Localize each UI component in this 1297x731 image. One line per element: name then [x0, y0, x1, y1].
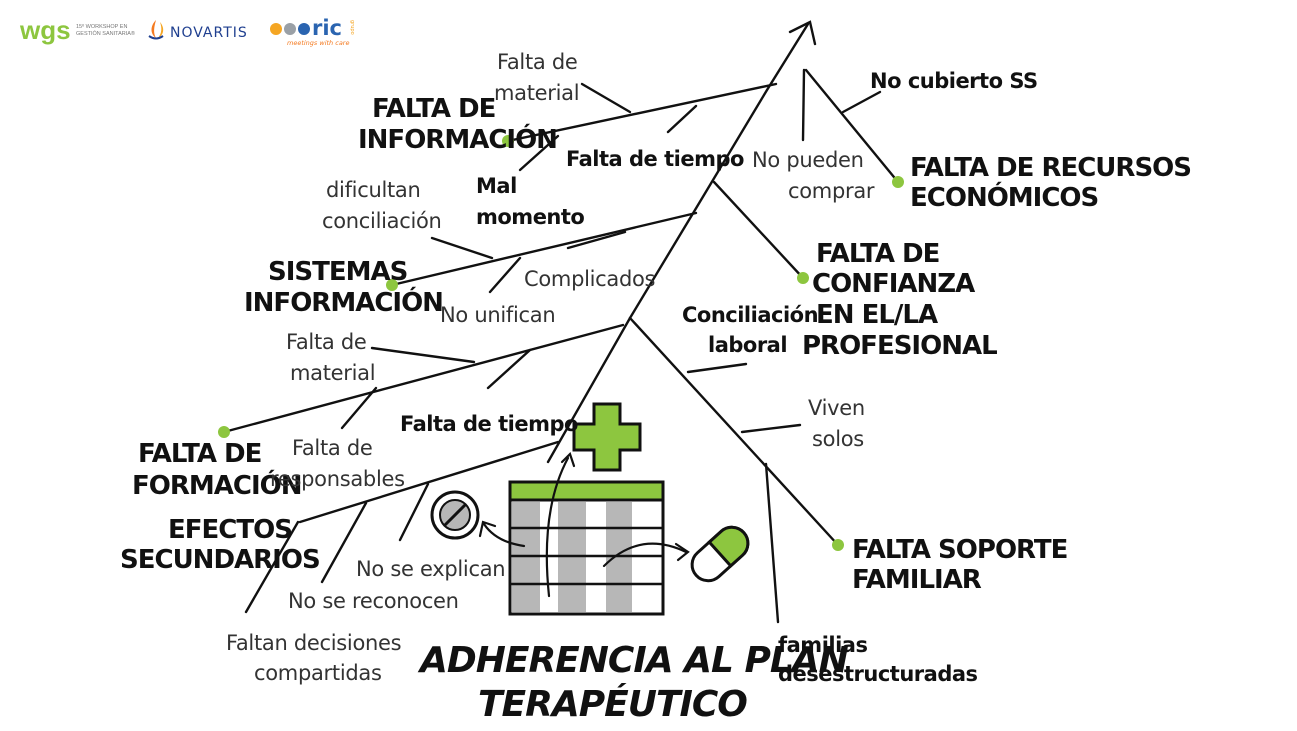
category-recursos: FALTA DE RECURSOS ECONÓMICOS — [910, 153, 1199, 213]
cause-no-explican: No se explican — [356, 557, 505, 581]
diagram-title: ADHERENCIA AL PLAN TERAPÉUTICO — [417, 640, 850, 725]
cause-no-pueden: No pueden comprar — [752, 148, 875, 203]
cause-familias: familias desestructuradas — [778, 633, 978, 686]
cause-conciliacion: Conciliación laboral — [682, 303, 825, 357]
pill-icon — [430, 490, 480, 540]
wgs-caption-1: 15º WORKSHOP EN — [76, 23, 127, 30]
bone-informacion — [506, 82, 778, 143]
cause-mal-momento: Mal momento — [476, 174, 584, 229]
bone-sistemas — [390, 211, 698, 287]
ric-logo: ric — [312, 16, 342, 40]
title-line-2: TERAPÉUTICO — [478, 683, 747, 725]
cause-falta-material-1: Falta de material — [494, 50, 584, 105]
bone-soporte — [628, 316, 840, 547]
wgs-logo: wgs — [19, 15, 71, 45]
cause-faltan-decisiones: Faltan decisiones compartidas — [226, 631, 408, 685]
category-labels: FALTA DE INFORMACIÓN FALTA DE RECURSOS E… — [120, 94, 1199, 595]
bone-formacion — [222, 323, 625, 434]
cause-complicados: Complicados — [524, 267, 655, 291]
capsule-icon — [690, 525, 750, 583]
bone-confianza — [712, 180, 805, 280]
calendar-icon — [508, 480, 665, 616]
main-spine — [546, 22, 810, 464]
ric-tagline: meetings with care — [287, 39, 349, 47]
ric-dots-icon — [270, 23, 310, 35]
light-causes: Falta de material No pueden comprar difi… — [226, 50, 875, 685]
cause-no-reconocen: No se reconocen — [288, 589, 459, 613]
cause-no-unifican: No unifican — [440, 303, 555, 327]
bone-efectos — [298, 440, 560, 524]
medical-cross-icon — [572, 402, 642, 472]
skeleton-lines — [222, 20, 900, 624]
category-efectos: EFECTOS SECUNDARIOS — [120, 515, 320, 575]
bold-causes: Falta de tiempo Mal momento No cubierto … — [400, 69, 1038, 686]
novartis-logo: NOVARTIS — [170, 25, 248, 41]
cause-falta-tiempo-2: Falta de tiempo — [400, 412, 578, 436]
arrows — [478, 451, 690, 598]
novartis-flame-icon — [148, 20, 164, 40]
logo-bar: wgs 15º WORKSHOP EN GESTIÓN SANITARIA® N… — [19, 15, 355, 47]
cause-no-cubierto: No cubierto SS — [870, 69, 1038, 93]
bone-recursos — [804, 68, 900, 184]
cause-falta-material-2: Falta de material — [286, 330, 375, 385]
cause-falta-tiempo-1: Falta de tiempo — [566, 147, 744, 171]
spine-arrow-head — [788, 20, 817, 46]
cause-viven-solos: Viven solos — [808, 396, 871, 451]
category-sistemas: SISTEMAS INFORMACIÓN — [244, 257, 443, 318]
category-soporte: FALTA SOPORTE FAMILIAR — [852, 535, 1075, 595]
category-formacion: FALTA DE FORMACIÓN — [132, 439, 302, 501]
ric-group: grupo — [349, 20, 355, 35]
title-line-1: ADHERENCIA AL PLAN — [417, 640, 849, 681]
wgs-caption-2: GESTIÓN SANITARIA® — [76, 30, 135, 37]
category-dots — [218, 135, 904, 551]
category-informacion: FALTA DE INFORMACIÓN — [358, 94, 557, 155]
cause-dificultan: dificultan conciliación — [322, 178, 442, 233]
cause-falta-responsables: Falta de responsables — [270, 436, 405, 491]
category-confianza: FALTA DE CONFIANZA EN EL/LA PROFESIONAL — [802, 239, 997, 361]
